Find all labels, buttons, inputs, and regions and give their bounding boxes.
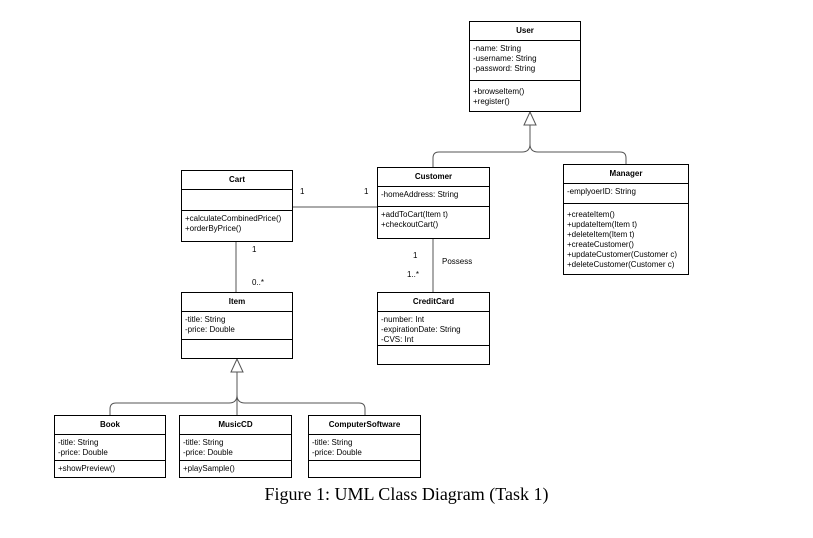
class-item[interactable]: Item -title: String -price: Double [181, 292, 293, 359]
operation: +updateItem(Item t) [567, 220, 638, 229]
multiplicity-customer-to-card: 1 [413, 251, 418, 260]
association-label-possess: Possess [442, 257, 473, 266]
generalization-manager-user [529, 143, 627, 164]
multiplicity-cart-to-item: 1 [252, 245, 257, 254]
class-cart-operations: +calculateCombinedPrice() +orderByPrice(… [182, 211, 292, 237]
class-creditcard-name: CreditCard [378, 293, 489, 312]
operation: +orderByPrice() [185, 224, 242, 233]
class-customer[interactable]: Customer -homeAddress: String +addToCart… [377, 167, 490, 239]
class-user-name: User [470, 22, 580, 41]
operation: +deleteCustomer(Customer c) [567, 260, 675, 269]
class-book-attributes: -title: String -price: Double [55, 435, 165, 461]
class-book-name: Book [55, 416, 165, 435]
attribute: -price: Double [58, 448, 108, 457]
generalization-arrowhead-user [523, 110, 537, 126]
class-computersoftware-name: ComputerSoftware [309, 416, 420, 435]
class-creditcard-attributes: -number: Int -expirationDate: String -CV… [378, 312, 489, 346]
attribute: -expirationDate: String [381, 325, 461, 334]
multiplicity-customer-to-cart: 1 [364, 187, 369, 196]
class-cart-name: Cart [182, 171, 292, 190]
attribute: -password: String [473, 64, 536, 73]
attribute: -price: Double [183, 448, 233, 457]
figure-caption: Figure 1: UML Class Diagram (Task 1) [264, 484, 549, 504]
operation: +checkoutCart() [381, 220, 439, 229]
class-manager[interactable]: Manager -emplyoerID: String +createItem(… [563, 164, 689, 275]
class-customer-name: Customer [378, 168, 489, 187]
class-user-operations: +browseItem() +register() [470, 81, 580, 110]
attribute: -homeAddress: String [381, 190, 459, 199]
class-book-operations: +showPreview() [55, 461, 165, 477]
class-computersoftware[interactable]: ComputerSoftware -title: String -price: … [308, 415, 421, 478]
class-cart-attributes [182, 190, 292, 211]
class-musiccd-name: MusicCD [180, 416, 291, 435]
class-musiccd-attributes: -title: String -price: Double [180, 435, 291, 461]
operation: +showPreview() [58, 464, 116, 473]
class-creditcard-operations [378, 346, 489, 352]
attribute: -username: String [473, 54, 537, 63]
attribute: -title: String [58, 438, 99, 447]
operation: +addToCart(Item t) [381, 210, 448, 219]
attribute: -number: Int [381, 315, 425, 324]
operation: +calculateCombinedPrice() [185, 214, 282, 223]
class-creditcard[interactable]: CreditCard -number: Int -expirationDate:… [377, 292, 490, 365]
class-item-operations [182, 340, 292, 346]
attribute: -CVS: Int [381, 335, 414, 344]
attribute: -title: String [312, 438, 353, 447]
class-customer-operations: +addToCart(Item t) +checkoutCart() [378, 207, 489, 233]
class-book[interactable]: Book -title: String -price: Double +show… [54, 415, 166, 478]
operation: +updateCustomer(Customer c) [567, 250, 678, 259]
attribute: -title: String [183, 438, 224, 447]
operation: +deleteItem(Item t) [567, 230, 635, 239]
class-item-name: Item [182, 293, 292, 312]
class-computersoftware-attributes: -title: String -price: Double [309, 435, 420, 461]
class-user[interactable]: User -name: String -username: String -pa… [469, 21, 581, 112]
operation: +createItem() [567, 210, 615, 219]
generalization-book-item [109, 372, 238, 415]
operation: +browseItem() [473, 87, 525, 96]
operation: +createCustomer() [567, 240, 634, 249]
multiplicity-card-from-customer: 1..* [407, 270, 420, 279]
class-manager-name: Manager [564, 165, 688, 184]
attribute: -name: String [473, 44, 522, 53]
attribute: -title: String [185, 315, 226, 324]
multiplicity-cart-to-customer: 1 [300, 187, 305, 196]
class-musiccd[interactable]: MusicCD -title: String -price: Double +p… [179, 415, 292, 478]
multiplicity-item-from-cart: 0..* [252, 278, 265, 287]
generalization-customer-user [432, 125, 531, 167]
generalization-arrowhead-item [230, 357, 244, 373]
class-customer-attributes: -homeAddress: String [378, 187, 489, 207]
class-computersoftware-operations [309, 461, 420, 467]
class-item-attributes: -title: String -price: Double [182, 312, 292, 340]
attribute: -price: Double [185, 325, 235, 334]
class-manager-attributes: -emplyoerID: String [564, 184, 688, 204]
class-musiccd-operations: +playSample() [180, 461, 291, 477]
attribute: -price: Double [312, 448, 362, 457]
class-cart[interactable]: Cart +calculateCombinedPrice() +orderByP… [181, 170, 293, 242]
class-user-attributes: -name: String -username: String -passwor… [470, 41, 580, 81]
operation: +playSample() [183, 464, 235, 473]
attribute: -emplyoerID: String [567, 187, 636, 196]
class-manager-operations: +createItem() +updateItem(Item t) +delet… [564, 204, 688, 273]
generalization-software-item [236, 394, 366, 415]
operation: +register() [473, 97, 510, 106]
